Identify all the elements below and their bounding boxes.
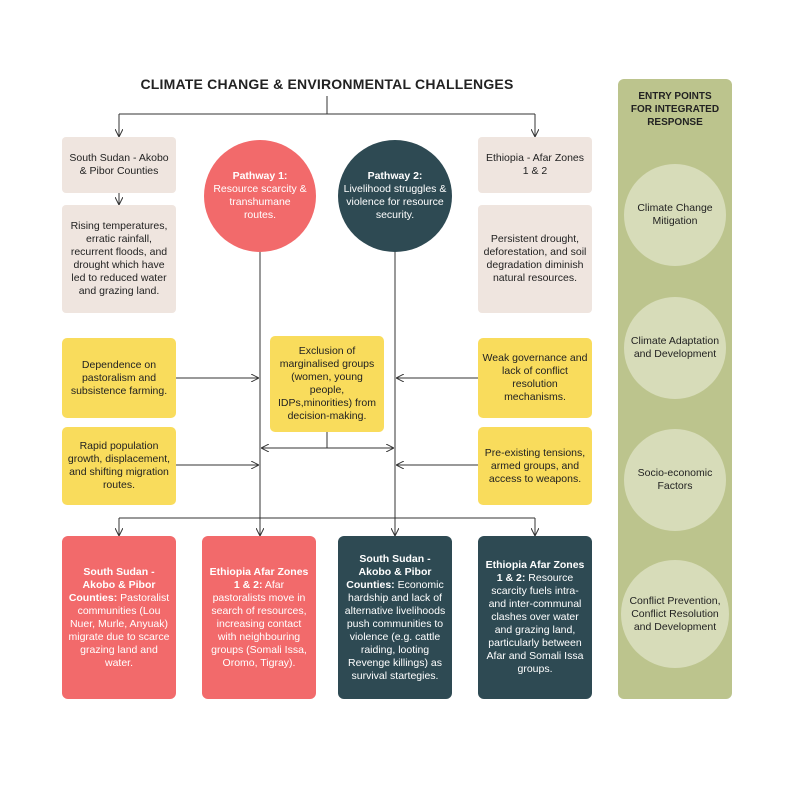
entry-point-conflict-prevention: Conflict Prevention, Conflict Resolution… xyxy=(621,560,729,668)
entry-point-label: Conflict Prevention, Conflict Resolution… xyxy=(629,594,721,633)
pathway-1-title: Pathway 1: xyxy=(232,170,288,182)
pathway-2-circle: Pathway 2: Livelihood struggles & violen… xyxy=(338,140,452,252)
pathway-2-text: Livelihood struggles & violence for reso… xyxy=(343,183,447,221)
factor-population: Rapid population growth, displacement, a… xyxy=(62,427,176,505)
outcome-text: Pastoralist communities (Lou Nuer, Murle… xyxy=(68,591,170,669)
outcome-text: Economic hardship and lack of alternativ… xyxy=(344,578,446,682)
entry-points-title: ENTRY POINTS FOR INTEGRATED RESPONSE xyxy=(630,91,720,128)
left-region-details: Rising temperatures, erratic rainfall, r… xyxy=(62,205,176,313)
entry-point-label: Climate Adaptation and Development xyxy=(630,335,720,360)
left-region-header: South Sudan - Akobo & Pibor Counties xyxy=(62,137,176,193)
factor-tensions: Pre-existing tensions, armed groups, and… xyxy=(478,427,592,505)
entry-point-socio-economic: Socio-economic Factors xyxy=(624,429,726,531)
outcome-ethiopia-pathway1: Ethiopia Afar Zones 1 & 2: Afar pastoral… xyxy=(202,536,316,699)
diagram-title: CLIMATE CHANGE & ENVIRONMENTAL CHALLENGE… xyxy=(140,76,514,92)
outcome-text: Afar pastoralists move in search of reso… xyxy=(211,578,307,669)
right-region-header: Ethiopia - Afar Zones 1 & 2 xyxy=(478,137,592,193)
outcome-lead: South Sudan - Akobo & Pibor Counties: xyxy=(68,565,156,604)
right-region-details: Persistent drought, deforestation, and s… xyxy=(478,205,592,313)
outcome-lead: South Sudan - Akobo & Pibor Counties: xyxy=(346,552,432,591)
entry-point-label: Socio-economic Factors xyxy=(637,467,713,492)
outcome-text: Resource scarcity fuels intra- and inter… xyxy=(486,572,584,675)
entry-point-climate-adaptation: Climate Adaptation and Development xyxy=(624,297,726,399)
outcome-south-sudan-pathway1: South Sudan - Akobo & Pibor Counties: Pa… xyxy=(62,536,176,699)
outcome-ethiopia-pathway2: Ethiopia Afar Zones 1 & 2: Resource scar… xyxy=(478,536,592,699)
entry-point-climate-mitigation: Climate Change Mitigation xyxy=(624,164,726,266)
outcome-lead: Ethiopia Afar Zones 1 & 2: xyxy=(209,565,309,591)
outcome-south-sudan-pathway2: South Sudan - Akobo & Pibor Counties: Ec… xyxy=(338,536,452,699)
entry-point-label: Climate Change Mitigation xyxy=(637,202,713,227)
pathway-1-circle: Pathway 1: Resource scarcity & transhuma… xyxy=(204,140,316,252)
factor-exclusion: Exclusion of marginalised groups (women,… xyxy=(270,336,384,432)
factor-pastoralism: Dependence on pastoralism and subsistenc… xyxy=(62,338,176,418)
outcome-lead: Ethiopia Afar Zones 1 & 2: xyxy=(485,559,585,584)
factor-governance: Weak governance and lack of conflict res… xyxy=(478,338,592,418)
pathway-1-text: Resource scarcity & transhumane routes. xyxy=(213,183,307,221)
pathway-2-title: Pathway 2: xyxy=(367,170,423,182)
